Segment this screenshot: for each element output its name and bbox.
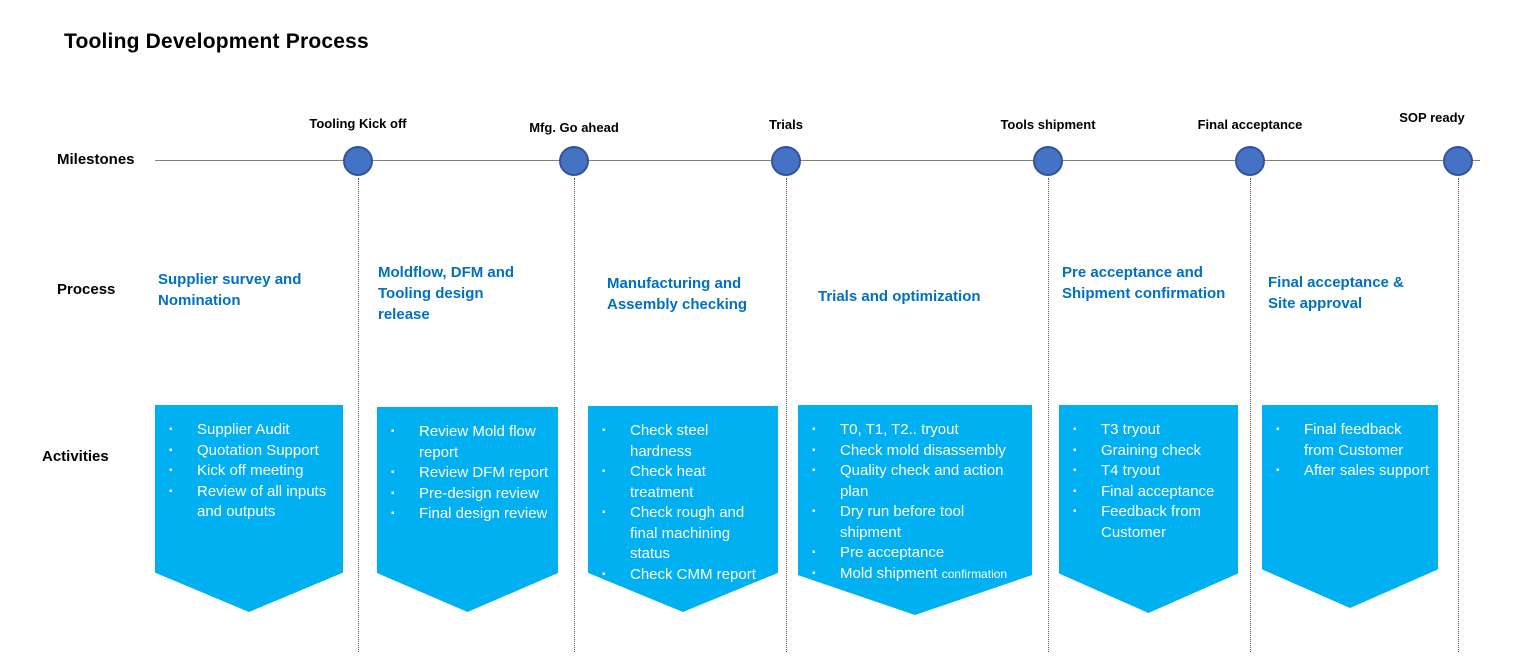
- milestone-label: Tools shipment: [1000, 117, 1096, 132]
- activity-box: ▪Supplier Audit▪Quotation Support▪Kick o…: [155, 405, 343, 612]
- activity-list: ▪Final feedback from Customer▪After sale…: [1262, 405, 1438, 482]
- square-bullet-icon: ▪: [1073, 506, 1077, 517]
- phase-separator-line: [786, 178, 787, 652]
- activity-item: ▪Review DFM report: [389, 463, 550, 484]
- phase-separator-line: [1458, 178, 1459, 652]
- square-bullet-icon: ▪: [812, 567, 816, 579]
- row-label-milestones: Milestones: [57, 151, 135, 168]
- square-bullet-icon: ▪: [812, 465, 816, 476]
- square-bullet-icon: ▪: [602, 507, 606, 518]
- activity-box: ▪Final feedback from Customer▪After sale…: [1262, 405, 1438, 608]
- milestone-label: SOP ready: [1399, 110, 1465, 125]
- activity-list: ▪T3 tryout▪Graining check▪T4 tryout▪Fina…: [1059, 405, 1238, 543]
- process-step-title: Trials and optimization: [818, 288, 981, 305]
- square-bullet-icon: ▪: [1276, 465, 1280, 476]
- row-label-activities: Activities: [42, 448, 109, 465]
- activity-item: ▪Kick off meeting: [167, 461, 335, 482]
- square-bullet-icon: ▪: [812, 424, 816, 435]
- activity-item: ▪Final feedback from Customer: [1276, 421, 1404, 459]
- milestone-circle-icon: [771, 146, 801, 176]
- activity-item: ▪Check CMM report: [600, 565, 770, 586]
- milestone-circle-icon: [1033, 146, 1063, 176]
- process-step-title: Manufacturing and Assembly checking: [607, 275, 748, 313]
- activity-item: ▪T3 tryout: [1071, 420, 1230, 441]
- activity-list: ▪Supplier Audit▪Quotation Support▪Kick o…: [155, 405, 343, 523]
- activity-item: ▪Graining check: [1071, 441, 1230, 462]
- activity-box: ▪T0, T1, T2.. tryout▪Check mold disassem…: [798, 405, 1032, 615]
- square-bullet-icon: ▪: [391, 508, 395, 519]
- timeline-line: [155, 160, 1480, 161]
- phase-separator-line: [1048, 178, 1049, 652]
- process-step-title: Moldflow, DFM and Tooling design release: [378, 264, 515, 323]
- activity-item: ▪Check heat treatment: [602, 463, 706, 501]
- activity-item: ▪Mold shipment confirmation: [810, 564, 1024, 585]
- square-bullet-icon: ▪: [602, 568, 606, 580]
- activity-item: ▪Final acceptance: [1071, 482, 1230, 503]
- milestone-label: Mfg. Go ahead: [529, 120, 619, 135]
- activity-box: ▪Check steel hardness▪Check heat treatme…: [588, 406, 778, 612]
- square-bullet-icon: ▪: [169, 424, 173, 435]
- square-bullet-icon: ▪: [391, 467, 395, 478]
- square-bullet-icon: ▪: [391, 426, 395, 437]
- activity-list: ▪Review Mold flow report▪Review DFM repo…: [377, 407, 558, 525]
- square-bullet-icon: ▪: [1073, 444, 1077, 456]
- square-bullet-icon: ▪: [812, 444, 816, 456]
- milestone-label: Tooling Kick off: [309, 116, 407, 131]
- row-label-process: Process: [57, 281, 116, 298]
- activity-item: ▪Dry run before tool shipment: [812, 503, 965, 541]
- square-bullet-icon: ▪: [1073, 485, 1077, 497]
- phase-separator-line: [574, 178, 575, 652]
- square-bullet-icon: ▪: [391, 487, 395, 499]
- activity-item: ▪T0, T1, T2.. tryout: [810, 420, 1024, 441]
- activity-list: ▪T0, T1, T2.. tryout▪Check mold disassem…: [798, 405, 1032, 584]
- activity-item: ▪T4 tryout: [1071, 461, 1230, 482]
- square-bullet-icon: ▪: [169, 444, 173, 456]
- activity-item: ▪Supplier Audit: [167, 420, 335, 441]
- square-bullet-icon: ▪: [602, 466, 606, 477]
- activity-item: ▪Pre acceptance: [810, 543, 1024, 564]
- process-step-title: Final acceptance & Site approval: [1268, 274, 1404, 312]
- activity-item: ▪Final design review: [389, 504, 550, 525]
- activity-item: ▪After sales support: [1274, 461, 1430, 482]
- square-bullet-icon: ▪: [812, 506, 816, 517]
- activity-item: ▪Pre-design review: [389, 484, 550, 505]
- square-bullet-icon: ▪: [1276, 424, 1280, 435]
- activity-list: ▪Check steel hardness▪Check heat treatme…: [588, 406, 778, 585]
- process-step-title: Supplier survey and Nomination: [158, 271, 302, 309]
- milestone-circle-icon: [1235, 146, 1265, 176]
- milestone-circle-icon: [559, 146, 589, 176]
- page-title: Tooling Development Process: [64, 30, 369, 53]
- milestone-label: Final acceptance: [1197, 117, 1303, 132]
- phase-separator-line: [358, 178, 359, 652]
- square-bullet-icon: ▪: [169, 485, 173, 497]
- activity-item: ▪Check rough and final machining status: [602, 504, 745, 562]
- milestone-circle-icon: [343, 146, 373, 176]
- activity-item: ▪Quotation Support: [167, 441, 335, 462]
- square-bullet-icon: ▪: [602, 425, 606, 436]
- square-bullet-icon: ▪: [169, 465, 173, 476]
- square-bullet-icon: ▪: [1073, 465, 1077, 476]
- process-step-title: Pre acceptance and Shipment confirmation: [1062, 264, 1226, 302]
- milestone-circle-icon: [1443, 146, 1473, 176]
- activity-box: ▪T3 tryout▪Graining check▪T4 tryout▪Fina…: [1059, 405, 1238, 613]
- activity-item: ▪Feedback from Customer: [1073, 503, 1202, 541]
- milestone-label: Trials: [769, 117, 803, 132]
- phase-separator-line: [1250, 178, 1251, 652]
- activity-item: ▪Review Mold flow report: [391, 423, 536, 461]
- activity-box: ▪Review Mold flow report▪Review DFM repo…: [377, 407, 558, 612]
- activity-item: ▪Quality check and action plan: [812, 462, 1004, 500]
- activity-item: ▪Review of all inputs and outputs: [169, 482, 327, 521]
- square-bullet-icon: ▪: [1073, 424, 1077, 435]
- activity-item: ▪Check steel hardness: [602, 422, 709, 460]
- activity-item-small-text: confirmation: [941, 566, 1008, 581]
- square-bullet-icon: ▪: [812, 547, 816, 558]
- activity-item: ▪Check mold disassembly: [810, 441, 1024, 462]
